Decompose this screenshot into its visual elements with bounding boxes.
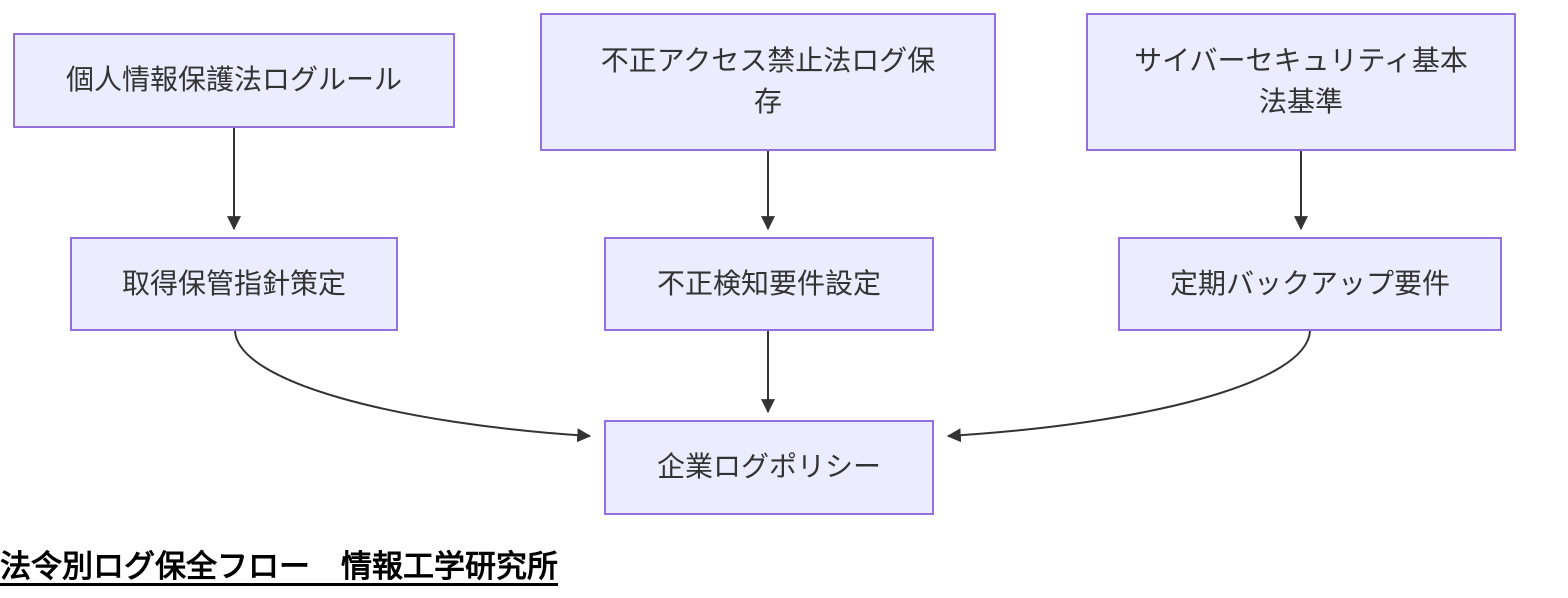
node-label-line: 法基準 <box>1258 86 1343 117</box>
diagram-caption: 法令別ログ保全フロー 情報工学研究所 <box>0 549 558 584</box>
node-cybersecurity-basic-law-standard: サイバーセキュリティ基本 法基準 <box>1086 13 1516 151</box>
node-label: 定期バックアップ要件 <box>1169 267 1450 299</box>
node-label: 不正検知要件設定 <box>656 267 881 299</box>
node-acquisition-storage-guideline: 取得保管指針策定 <box>70 237 398 331</box>
node-periodic-backup-requirements: 定期バックアップ要件 <box>1118 237 1502 331</box>
node-label-line: 存 <box>753 86 782 117</box>
node-label: 取得保管指針策定 <box>121 267 346 299</box>
node-label-line: サイバーセキュリティ基本 <box>1134 45 1468 77</box>
node-unauthorized-access-law-log-retention: 不正アクセス禁止法ログ保 存 <box>540 13 996 151</box>
node-fraud-detection-requirements: 不正検知要件設定 <box>604 237 934 331</box>
node-label: 企業ログポリシー <box>656 451 881 483</box>
node-label: 個人情報保護法ログルール <box>65 64 402 96</box>
node-privacy-law-log-rule: 個人情報保護法ログルール <box>13 33 455 128</box>
edge-backup-to-policy <box>946 330 1311 443</box>
edge-acquisition-to-policy <box>234 330 592 443</box>
node-corporate-log-policy: 企業ログポリシー <box>604 420 934 515</box>
node-label-line: 不正アクセス禁止法ログ保 <box>600 45 936 77</box>
